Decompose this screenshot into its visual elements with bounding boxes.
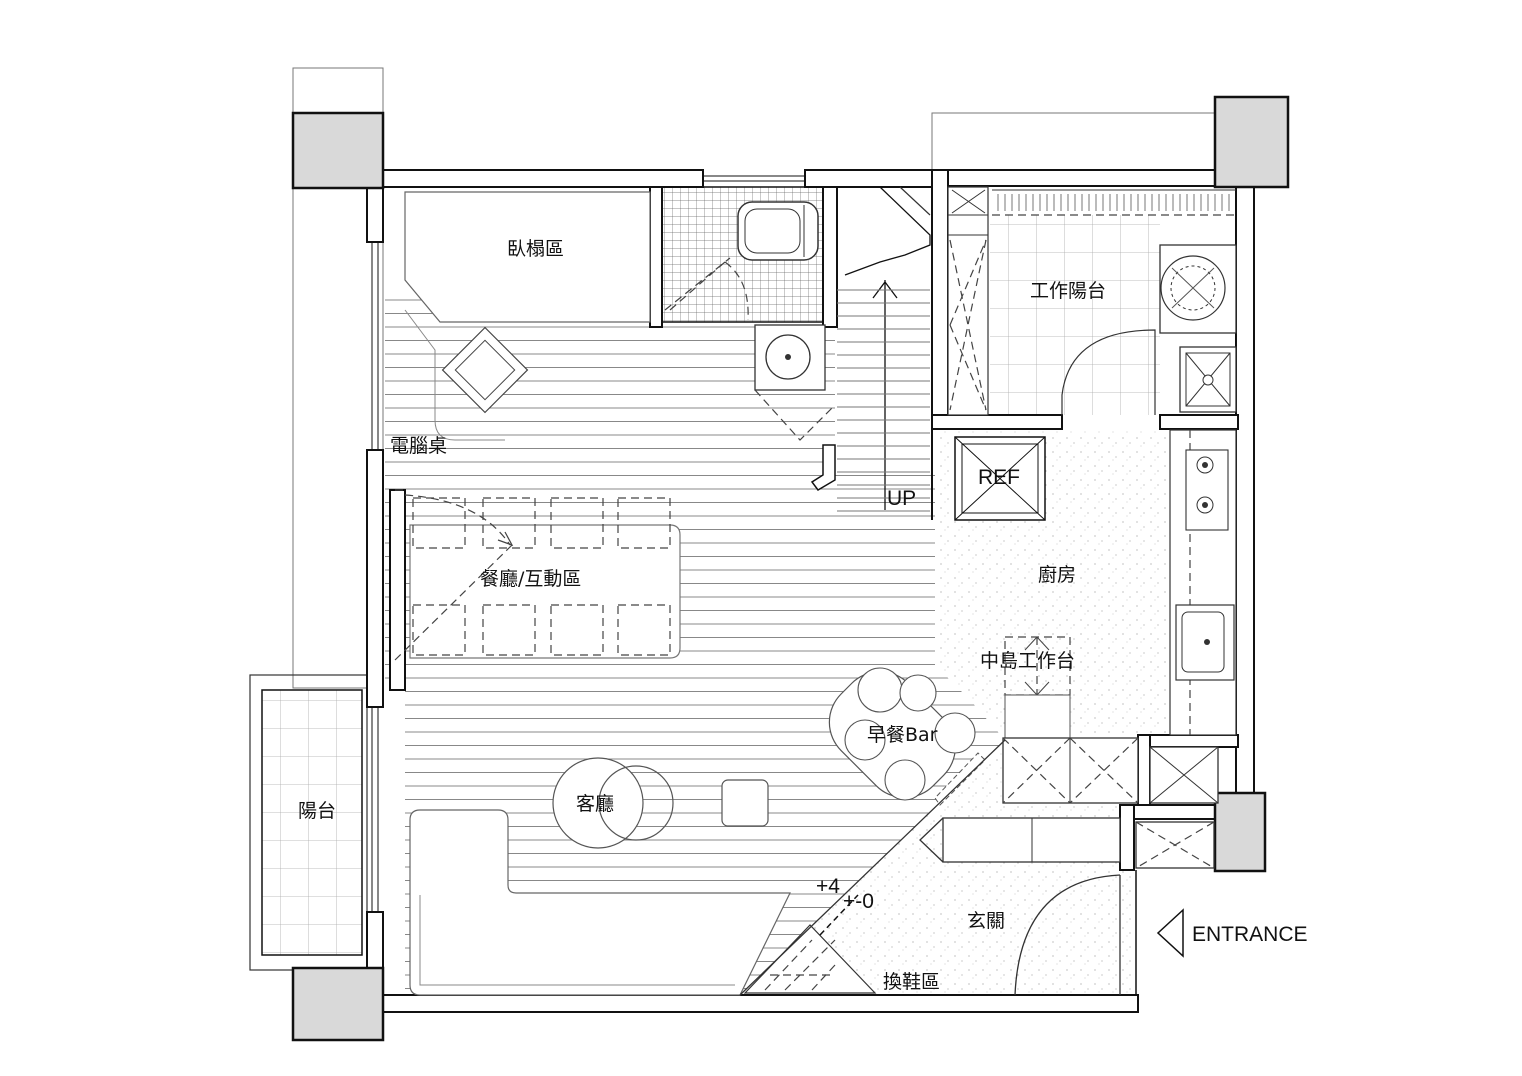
dining-chair xyxy=(550,497,604,549)
storage-cabinet xyxy=(947,186,989,416)
daybed xyxy=(404,191,651,441)
staircase xyxy=(837,186,933,520)
drying-rack xyxy=(992,189,1236,216)
balcony-floor xyxy=(261,689,363,956)
label-living: 客廳 xyxy=(576,793,614,815)
label-desk: 電腦桌 xyxy=(390,435,447,457)
wash-basin xyxy=(754,324,826,391)
label-daybed: 臥榻區 xyxy=(507,238,564,260)
entrance-door-swing xyxy=(1014,874,1121,996)
triangle-arrow-icon xyxy=(1156,908,1184,958)
kitchen-island xyxy=(919,636,1219,869)
walls xyxy=(366,169,1255,1013)
label-balcony: 陽台 xyxy=(298,800,336,822)
balcony-door-swing xyxy=(1061,329,1156,415)
label-dining: 餐廳/互動區 xyxy=(480,568,581,590)
label-foyer: 玄關 xyxy=(967,910,1005,932)
columns xyxy=(291,95,1290,1042)
entrance-label: ENTRANCE xyxy=(1192,923,1308,946)
level-upper: +4 xyxy=(816,875,840,898)
label-kitchen: 廚房 xyxy=(1038,563,1076,586)
label-work-balcony: 工作陽台 xyxy=(1030,280,1106,302)
label-breakfast-bar: 早餐Bar xyxy=(867,724,938,746)
sofa xyxy=(409,757,791,996)
dining-table xyxy=(394,489,681,661)
label-shoe-area: 換鞋區 xyxy=(883,971,940,993)
label-island: 中島工作台 xyxy=(980,650,1075,672)
fridge xyxy=(954,436,1046,521)
level-lower: +-0 xyxy=(843,890,874,913)
dining-chair xyxy=(617,497,671,549)
dining-chair xyxy=(617,604,671,656)
dining-chair xyxy=(482,497,536,549)
label-fridge: REF xyxy=(978,466,1020,489)
washer xyxy=(1159,244,1237,413)
dining-chair xyxy=(412,497,466,549)
dining-chair xyxy=(482,604,536,656)
shoe-cabinet xyxy=(743,924,877,994)
breakfast-bar xyxy=(828,667,986,806)
work-balcony-floor xyxy=(990,215,1160,415)
label-stairs-up: UP xyxy=(887,487,916,510)
dining-chair xyxy=(412,604,466,656)
toilet xyxy=(737,201,819,261)
kitchen-counter xyxy=(1169,429,1237,736)
dining-chair xyxy=(550,604,604,656)
